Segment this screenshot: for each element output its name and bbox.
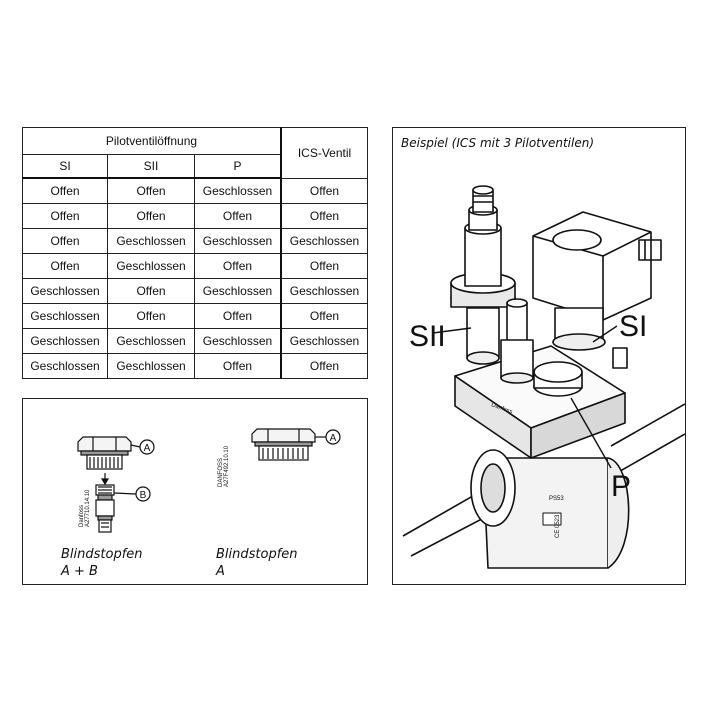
table-cell: Geschlossen <box>107 228 195 254</box>
callout-b-left: B <box>140 490 147 501</box>
table-row: Geschlossen Geschlossen Offen Offen <box>21 353 368 379</box>
ics-valve-header: ICS-Ventil <box>279 127 368 179</box>
table-cell: Offen <box>279 177 368 204</box>
table-cell: Geschlossen <box>279 228 368 254</box>
table-cell: Offen <box>279 303 368 329</box>
table-row: Offen Offen Offen Offen <box>21 203 368 229</box>
table-cell: Geschlossen <box>21 328 109 354</box>
column-header-si: SI <box>21 154 109 179</box>
table-cell: Geschlossen <box>279 328 368 354</box>
table-cell: Geschlossen <box>107 353 195 379</box>
table-cell: Offen <box>21 177 109 204</box>
table-cell: Geschlossen <box>193 328 282 354</box>
caption-plug-a-line2: A <box>216 564 225 579</box>
table-cell: Offen <box>193 303 282 329</box>
pilot-valve-table: Pilotventilöffnung ICS-Ventil SI SII P O… <box>21 127 368 379</box>
table-cell: Offen <box>21 253 109 279</box>
table-cell: Geschlossen <box>21 353 109 379</box>
callout-a-right: A <box>330 433 337 444</box>
ref-code-left: A27710.14.10 <box>85 489 91 527</box>
body-mark-ps: PS53 <box>549 496 564 502</box>
label-p: P <box>611 470 631 503</box>
example-panel: Beispiel (ICS mit 3 Pilotventilen) <box>392 127 686 585</box>
table-cell: Offen <box>193 203 282 229</box>
pilot-opening-header: Pilotventilöffnung <box>21 127 282 155</box>
table-cell: Offen <box>193 253 282 279</box>
table-cell: Offen <box>279 253 368 279</box>
plug-a-right-drawing <box>251 428 316 461</box>
table-cell: Geschlossen <box>193 278 282 304</box>
example-title: Beispiel (ICS mit 3 Pilotventilen) <box>401 136 595 150</box>
ref-code-right: A27F492.10.10 <box>224 445 230 487</box>
caption-plug-a: Blindstopfen A <box>216 546 298 580</box>
table-cell: Geschlossen <box>193 177 282 204</box>
blind-plugs-panel: A B A Danfoss A27710.14.10 DANFOSS A27F4… <box>22 398 368 585</box>
table-cell: Offen <box>193 353 282 379</box>
column-header-p: P <box>193 154 282 179</box>
callout-a-left: A <box>144 443 151 454</box>
body-mark-ce: CE 0523 <box>555 514 561 538</box>
caption-plug-ab: Blindstopfen A + B <box>61 546 143 580</box>
table-cell: Geschlossen <box>107 253 195 279</box>
ref-brand-right: DANFOSS <box>218 458 224 487</box>
table-cell: Offen <box>21 228 109 254</box>
blind-plugs-drawing: A B A Danfoss A27710.14.10 DANFOSS A27F4… <box>77 428 341 533</box>
label-sii: SII <box>409 320 446 353</box>
caption-plug-a-line1: Blindstopfen <box>216 547 298 562</box>
table-row: Geschlossen Geschlossen Geschlossen Gesc… <box>21 328 368 354</box>
table-cell: Geschlossen <box>193 228 282 254</box>
plug-b-left-drawing <box>95 484 115 533</box>
table-cell: Geschlossen <box>21 303 109 329</box>
table-row: Offen Geschlossen Geschlossen Geschlosse… <box>21 228 368 254</box>
plug-a-left-drawing <box>77 436 132 486</box>
table-row: Geschlossen Offen Offen Offen <box>21 303 368 329</box>
table-cell: Geschlossen <box>279 278 368 304</box>
ref-brand-left: Danfoss <box>79 505 85 527</box>
table-cell: Offen <box>107 177 195 204</box>
table-cell: Offen <box>107 278 195 304</box>
table-row: Offen Geschlossen Offen Offen <box>21 253 368 279</box>
table-cell: Geschlossen <box>21 278 109 304</box>
caption-plug-ab-line1: Blindstopfen <box>61 547 143 562</box>
table-cell: Offen <box>279 203 368 229</box>
table-cell: Offen <box>21 203 109 229</box>
table-row: Geschlossen Offen Geschlossen Geschlosse… <box>21 278 368 304</box>
table-cell: Offen <box>107 203 195 229</box>
table-cell: Geschlossen <box>107 328 195 354</box>
column-header-sii: SII <box>107 154 195 179</box>
caption-plug-ab-line2: A + B <box>61 564 98 579</box>
table-cell: Offen <box>107 303 195 329</box>
table-row: Offen Offen Geschlossen Offen <box>21 177 368 204</box>
ics-valve-illustration: Danfoss PS53 CE 0523 SII SI P <box>402 185 685 569</box>
label-si: SI <box>619 310 647 343</box>
table-cell: Offen <box>279 353 368 379</box>
